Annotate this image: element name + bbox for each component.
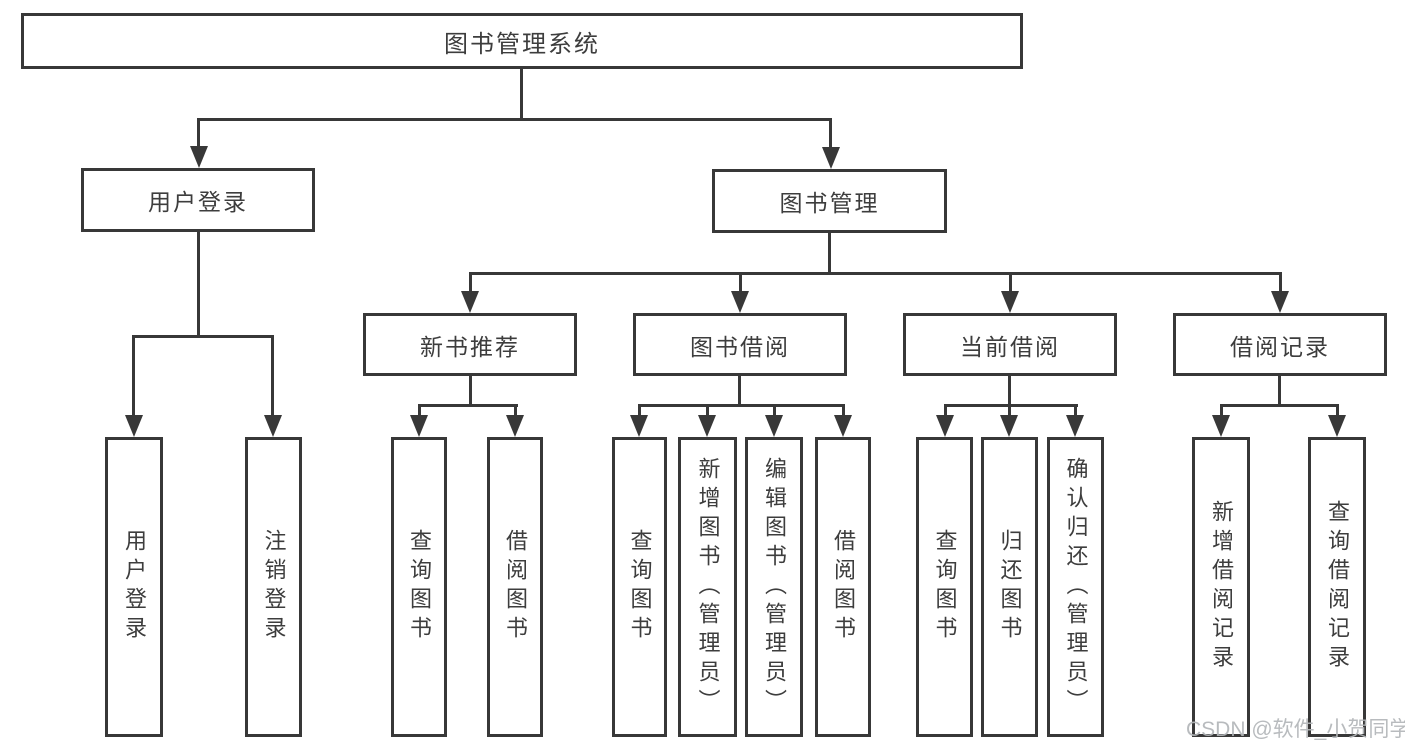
leaf-add-books-admin: 新增图书（管理员） <box>678 437 737 737</box>
leaf-label: 用户登录 <box>122 529 147 645</box>
connector-line <box>739 272 742 295</box>
node-current-borrowing: 当前借阅 <box>903 313 1117 376</box>
arrow-down-icon <box>1066 415 1084 437</box>
leaf-label: 查询图书 <box>407 529 432 645</box>
node-label: 当前借阅 <box>960 333 1060 360</box>
connector-line <box>514 404 517 417</box>
connector-line <box>197 118 200 152</box>
leaf-label: 确认归还（管理员） <box>1063 456 1089 718</box>
leaf-label: 注销登录 <box>261 529 287 645</box>
leaf-label: 借阅图书 <box>503 529 528 645</box>
leaf-add-borrow-record: 新增借阅记录 <box>1192 437 1250 737</box>
leaf-query-books-borrowing: 查询图书 <box>612 437 667 737</box>
leaf-query-borrow-record: 查询借阅记录 <box>1308 437 1366 737</box>
arrow-down-icon <box>461 291 479 313</box>
leaf-label: 借阅图书 <box>831 529 856 645</box>
leaf-label: 新增借阅记录 <box>1209 500 1234 674</box>
connector-line <box>738 376 741 404</box>
node-user-login: 用户登录 <box>81 168 315 232</box>
connector-line <box>197 118 832 121</box>
connector-line <box>944 404 1078 407</box>
leaf-label: 查询图书 <box>932 529 958 645</box>
connector-line <box>1009 272 1012 295</box>
connector-line <box>418 404 421 417</box>
arrow-down-icon <box>264 415 282 437</box>
connector-line <box>418 404 518 407</box>
node-label: 图书借阅 <box>690 333 790 360</box>
connector-line <box>1220 404 1339 407</box>
leaf-user-login: 用户登录 <box>105 437 163 737</box>
arrow-down-icon <box>765 415 783 437</box>
arrow-down-icon <box>190 146 208 168</box>
node-label: 图书管理系统 <box>444 30 600 58</box>
arrow-down-icon <box>125 415 143 437</box>
leaf-query-books-recommend: 查询图书 <box>391 437 447 737</box>
connector-line <box>1008 404 1011 417</box>
leaf-borrow-books-recommend: 借阅图书 <box>487 437 543 737</box>
node-book-borrowing: 图书借阅 <box>633 313 847 376</box>
arrow-down-icon <box>1328 415 1346 437</box>
connector-line <box>469 376 472 404</box>
arrow-down-icon <box>1000 415 1018 437</box>
arrow-down-icon <box>630 415 648 437</box>
connector-line <box>1336 404 1339 417</box>
arrow-down-icon <box>410 415 428 437</box>
node-book-management: 图书管理 <box>712 169 947 233</box>
connector-line <box>132 335 274 338</box>
leaf-label: 归还图书 <box>997 529 1023 645</box>
arrow-down-icon <box>1271 291 1289 313</box>
node-label: 用户登录 <box>148 189 248 215</box>
connector-line <box>638 404 641 417</box>
node-borrowing-records: 借阅记录 <box>1173 313 1387 376</box>
arrow-down-icon <box>1001 291 1019 313</box>
arrow-down-icon <box>731 291 749 313</box>
arrow-down-icon <box>506 415 524 437</box>
node-label: 新书推荐 <box>420 333 520 360</box>
connector-line <box>469 272 472 295</box>
arrow-down-icon <box>834 415 852 437</box>
connector-line <box>520 69 523 118</box>
csdn-watermark: CSDN @软件_小贺同学 <box>1186 718 1405 741</box>
connector-line <box>638 404 845 407</box>
connector-line <box>944 404 947 417</box>
arrow-down-icon <box>1212 415 1230 437</box>
connector-line <box>271 335 274 418</box>
leaf-query-books-current: 查询图书 <box>916 437 973 737</box>
arrow-down-icon <box>936 415 954 437</box>
connector-line <box>132 335 135 418</box>
connector-line <box>197 232 200 335</box>
connector-line <box>1278 376 1281 404</box>
leaf-return-books: 归还图书 <box>981 437 1038 737</box>
connector-line <box>842 404 845 417</box>
arrow-down-icon <box>822 147 840 169</box>
leaf-label: 查询借阅记录 <box>1325 500 1350 674</box>
arrow-down-icon <box>698 415 716 437</box>
connector-line <box>773 404 776 417</box>
leaf-logout: 注销登录 <box>245 437 302 737</box>
leaf-borrow-books-borrowing: 借阅图书 <box>815 437 871 737</box>
connector-line <box>1008 376 1011 404</box>
leaf-confirm-return-admin: 确认归还（管理员） <box>1047 437 1104 737</box>
connector-line <box>829 118 832 152</box>
connector-line <box>469 272 1281 275</box>
node-label: 图书管理 <box>779 190 880 216</box>
connector-line <box>706 404 709 417</box>
connector-line <box>1074 404 1077 417</box>
node-label: 借阅记录 <box>1230 333 1330 360</box>
connector-line <box>1279 272 1282 295</box>
leaf-label: 新增图书（管理员） <box>695 456 721 718</box>
connector-line <box>1220 404 1223 417</box>
leaf-edit-books-admin: 编辑图书（管理员） <box>745 437 803 737</box>
node-library-management-system: 图书管理系统 <box>21 13 1023 69</box>
node-new-book-recommendation: 新书推荐 <box>363 313 577 376</box>
connector-line <box>828 233 831 272</box>
leaf-label: 编辑图书（管理员） <box>762 456 787 718</box>
leaf-label: 查询图书 <box>627 529 653 645</box>
